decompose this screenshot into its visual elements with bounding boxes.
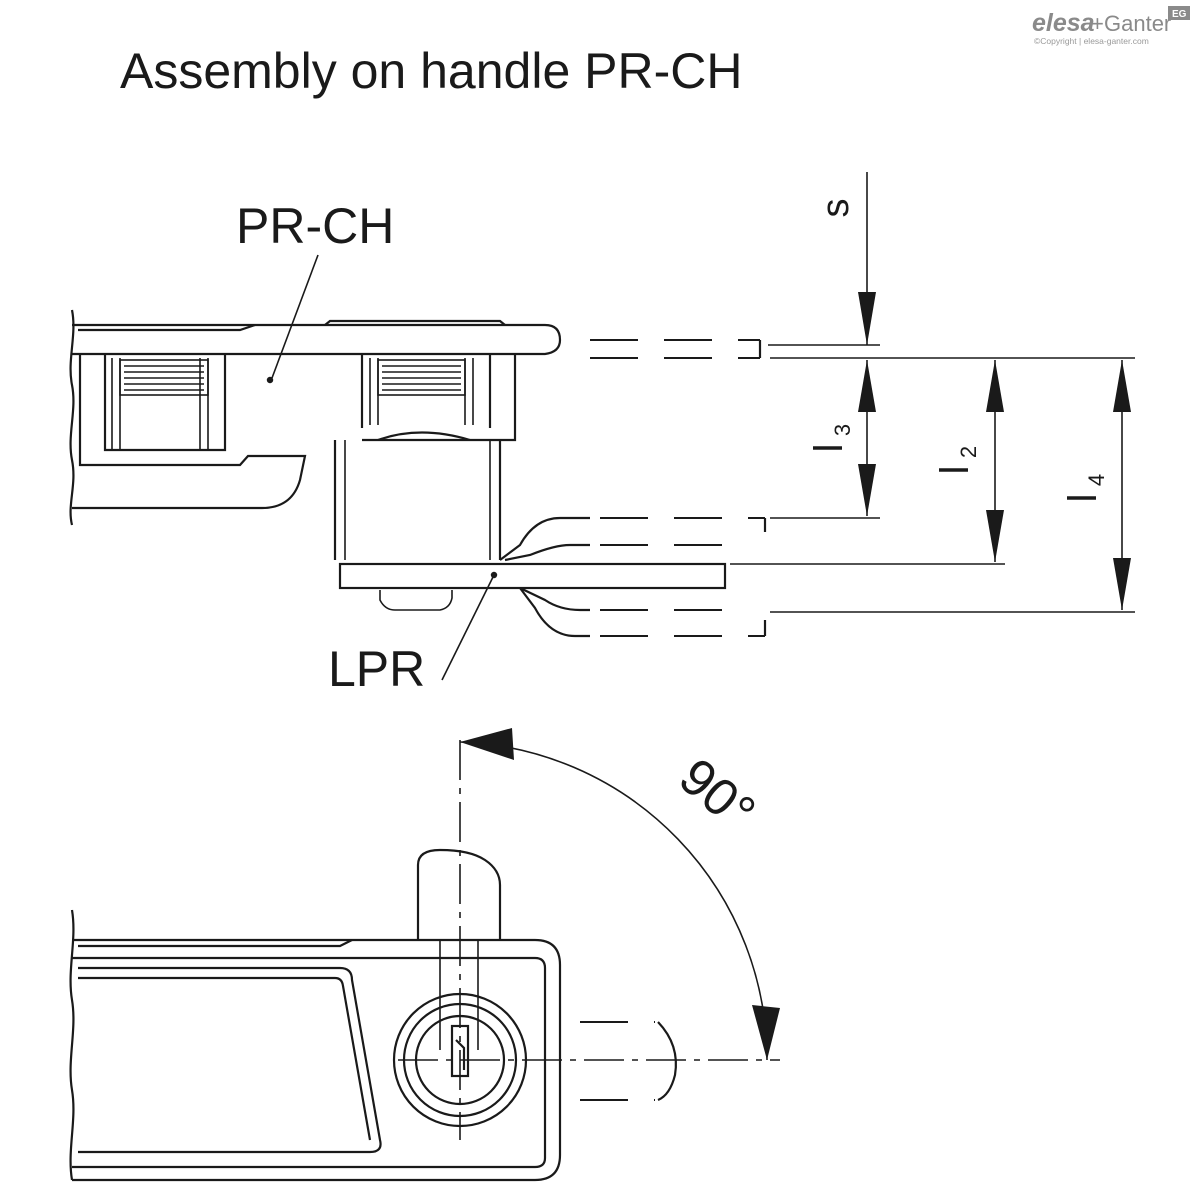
label-l2: l bbox=[933, 466, 977, 475]
label-s: s bbox=[815, 199, 857, 218]
key-pin-horizontal bbox=[580, 1021, 677, 1102]
side-view: s l 3 l 2 l bbox=[69, 172, 1135, 697]
callout-pr-ch: PR-CH bbox=[236, 198, 394, 384]
label-lpr: LPR bbox=[328, 641, 425, 697]
break-line-top bbox=[69, 309, 75, 526]
brand-plus: + bbox=[1091, 11, 1104, 36]
brand-name-elesa: elesa bbox=[1032, 9, 1095, 37]
label-pr-ch: PR-CH bbox=[236, 198, 394, 254]
label-l2-sub: 2 bbox=[956, 446, 981, 458]
brand-name-ganter: Ganter bbox=[1104, 11, 1171, 36]
label-l3: l bbox=[807, 444, 851, 453]
lever-lpr bbox=[338, 562, 727, 590]
label-l4-sub: 4 bbox=[1084, 474, 1109, 486]
lock-cylinder-side bbox=[333, 431, 502, 611]
label-l4: l bbox=[1061, 494, 1105, 503]
key-pin-vertical bbox=[416, 848, 502, 1050]
dimension-s: s bbox=[815, 172, 876, 345]
dimension-l4: l 4 bbox=[1061, 360, 1131, 610]
break-line-bottom bbox=[69, 909, 75, 1181]
label-angle: 90° bbox=[668, 747, 766, 842]
label-l3-sub: 3 bbox=[830, 424, 855, 436]
lever-phantom bbox=[499, 516, 767, 638]
dimension-l2: l 2 bbox=[933, 360, 1004, 562]
brand-badge: EG bbox=[1172, 9, 1187, 20]
top-view: 90° bbox=[69, 728, 780, 1182]
angle-dimension: 90° bbox=[459, 728, 780, 1061]
handle-body bbox=[72, 319, 562, 510]
brand-copyright: ©Copyright | elesa-ganter.com bbox=[1034, 36, 1149, 46]
brand-badge-box bbox=[1168, 6, 1190, 20]
handle-extension-dashed bbox=[590, 339, 760, 359]
dimension-l3: l 3 bbox=[807, 360, 876, 516]
brand-logo: elesa + Ganter EG ©Copyright | elesa-gan… bbox=[1032, 6, 1190, 46]
callout-lpr: LPR bbox=[328, 571, 498, 697]
page-title: Assembly on handle PR-CH bbox=[120, 43, 743, 99]
